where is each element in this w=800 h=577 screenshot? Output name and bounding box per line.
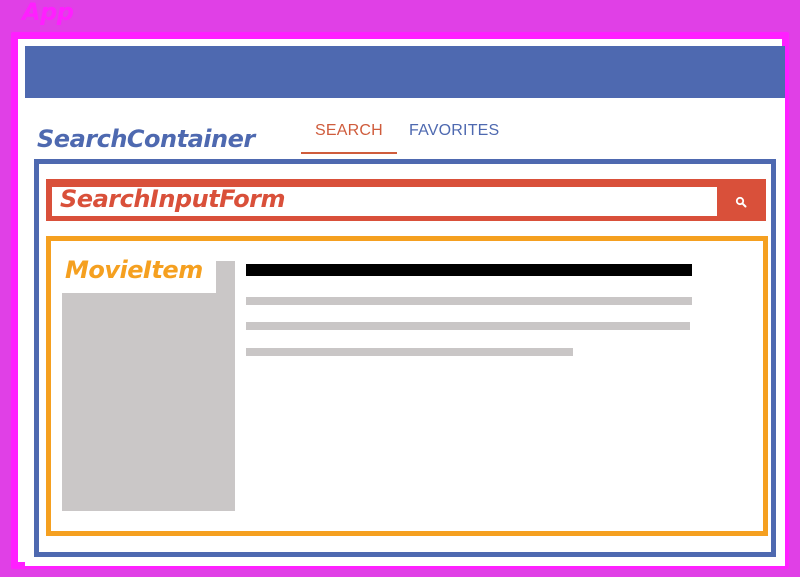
browser-window: SearchContainer SEARCH FAVORITES SearchI… [25,46,785,566]
movie-item-label: MovieItem [65,256,203,284]
poster-placeholder [62,261,235,511]
app-frame: SearchContainer SEARCH FAVORITES SearchI… [11,32,789,569]
movie-item: MovieItem [46,236,768,536]
search-button[interactable] [723,187,759,216]
text-placeholder-line [246,348,573,356]
tab-favorites[interactable]: FAVORITES [409,122,500,139]
text-placeholder-line [246,297,692,305]
search-input-form-label: SearchInputForm [60,185,286,213]
movie-item-label-background [62,256,216,293]
search-container-label: SearchContainer [37,125,255,153]
tab-search[interactable]: SEARCH [301,122,397,154]
app-label: App [22,0,74,26]
title-placeholder [246,264,692,276]
header-bar [25,46,785,98]
text-placeholder-line [246,322,690,330]
search-icon [735,196,747,207]
search-input[interactable] [52,187,717,216]
search-input-form: SearchInputForm [46,179,766,221]
search-container: SearchInputForm MovieItem [34,159,776,557]
